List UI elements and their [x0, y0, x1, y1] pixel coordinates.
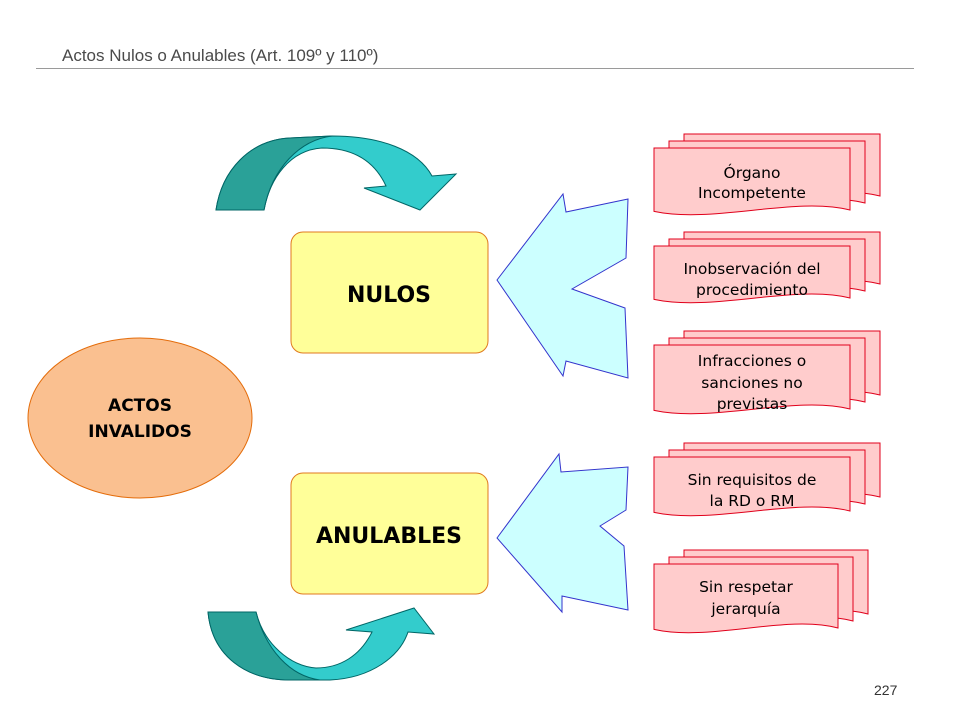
- root-node: ACTOS INVALIDOS: [27, 337, 253, 499]
- title-divider: [36, 68, 914, 69]
- document-page-front: [653, 245, 851, 304]
- root-ellipse: [27, 337, 253, 499]
- category-label: NULOS: [347, 283, 431, 308]
- document-label-line: jerarquía: [710, 600, 780, 618]
- slide-title: Actos Nulos o Anulables (Art. 109º y 110…: [62, 46, 379, 65]
- category-anulables: ANULABLES: [290, 472, 489, 595]
- document-stack: Sin requisitos de la RD o RM: [653, 442, 881, 517]
- curved-arrow-top-shade: [215, 135, 333, 211]
- document-page-front: [653, 563, 839, 634]
- bracket-arrow-anulables: [496, 452, 629, 614]
- page-number: 227: [874, 682, 898, 698]
- document-label-line: procedimiento: [696, 281, 808, 299]
- document-label-line: Incompetente: [698, 184, 806, 202]
- document-stack: Infracciones o sanciones no previstas: [653, 330, 881, 415]
- category-nulos: NULOS: [290, 231, 489, 354]
- document-label-line: Sin requisitos de: [688, 471, 817, 489]
- document-label-line: previstas: [717, 395, 788, 413]
- category-label: ANULABLES: [316, 524, 462, 549]
- curved-arrow-top: [215, 135, 458, 211]
- document-label-line: sanciones no: [701, 374, 802, 392]
- root-label-line-1: ACTOS: [108, 396, 172, 416]
- document-label-line: Infracciones o: [698, 352, 806, 370]
- document-page-front: [653, 147, 851, 216]
- document-label-line: Sin respetar: [699, 578, 793, 596]
- document-page-front: [653, 344, 851, 415]
- document-label-line: Órgano: [724, 163, 781, 182]
- category-box: [290, 231, 489, 354]
- document-label-line: Inobservación del: [683, 260, 820, 278]
- category-box: [290, 472, 489, 595]
- document-label-line: la RD o RM: [710, 492, 795, 510]
- document-page-front: [653, 456, 851, 517]
- curved-arrow-bottom: [207, 607, 436, 681]
- curved-arrow-bottom-shade: [207, 611, 321, 681]
- bracket-arrow-nulos: [496, 192, 629, 379]
- document-stack: Inobservación del procedimiento: [653, 231, 881, 304]
- document-stack: Sin respetar jerarquía: [653, 549, 869, 634]
- root-label-line-2: INVALIDOS: [88, 422, 192, 442]
